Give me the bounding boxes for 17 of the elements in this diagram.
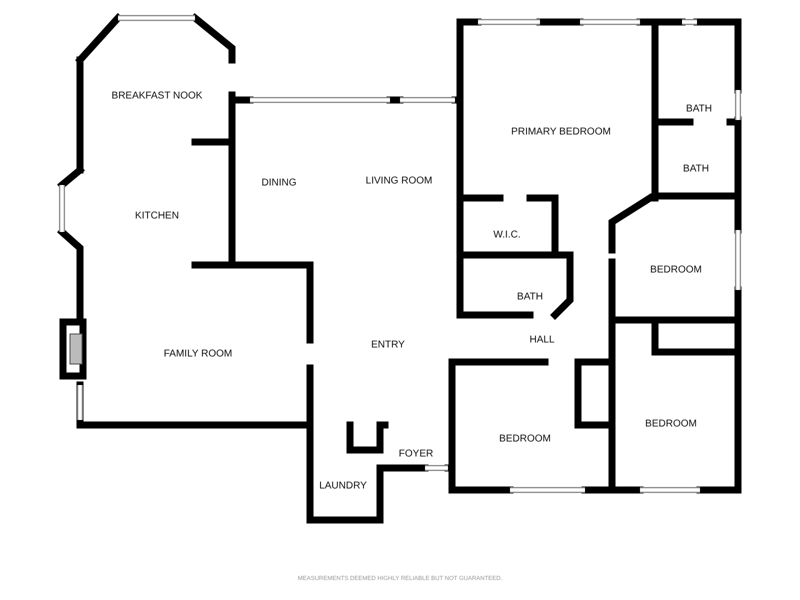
room-label: BATH — [686, 104, 712, 114]
room-label: FAMILY ROOM — [164, 348, 232, 360]
room-label: KITCHEN — [135, 210, 179, 222]
room-label: DINING — [262, 178, 296, 188]
room-label: LIVING ROOM — [366, 176, 432, 186]
room-label: BATH — [517, 292, 543, 302]
room-label: FOYER — [398, 448, 434, 460]
room-label: ENTRY — [371, 340, 405, 350]
room-label: BEDROOM — [499, 434, 551, 444]
room-label: BREAKFAST NOOK — [112, 90, 202, 102]
room-label: HALL — [530, 334, 554, 346]
room-label: BEDROOM — [645, 418, 697, 430]
room-label: BATH — [683, 164, 709, 174]
room-label: BEDROOM — [650, 264, 702, 276]
room-label: W.I.C. — [493, 230, 521, 240]
room-label: PRIMARY BEDROOM — [511, 126, 611, 138]
room-label: LAUNDRY — [319, 480, 367, 492]
